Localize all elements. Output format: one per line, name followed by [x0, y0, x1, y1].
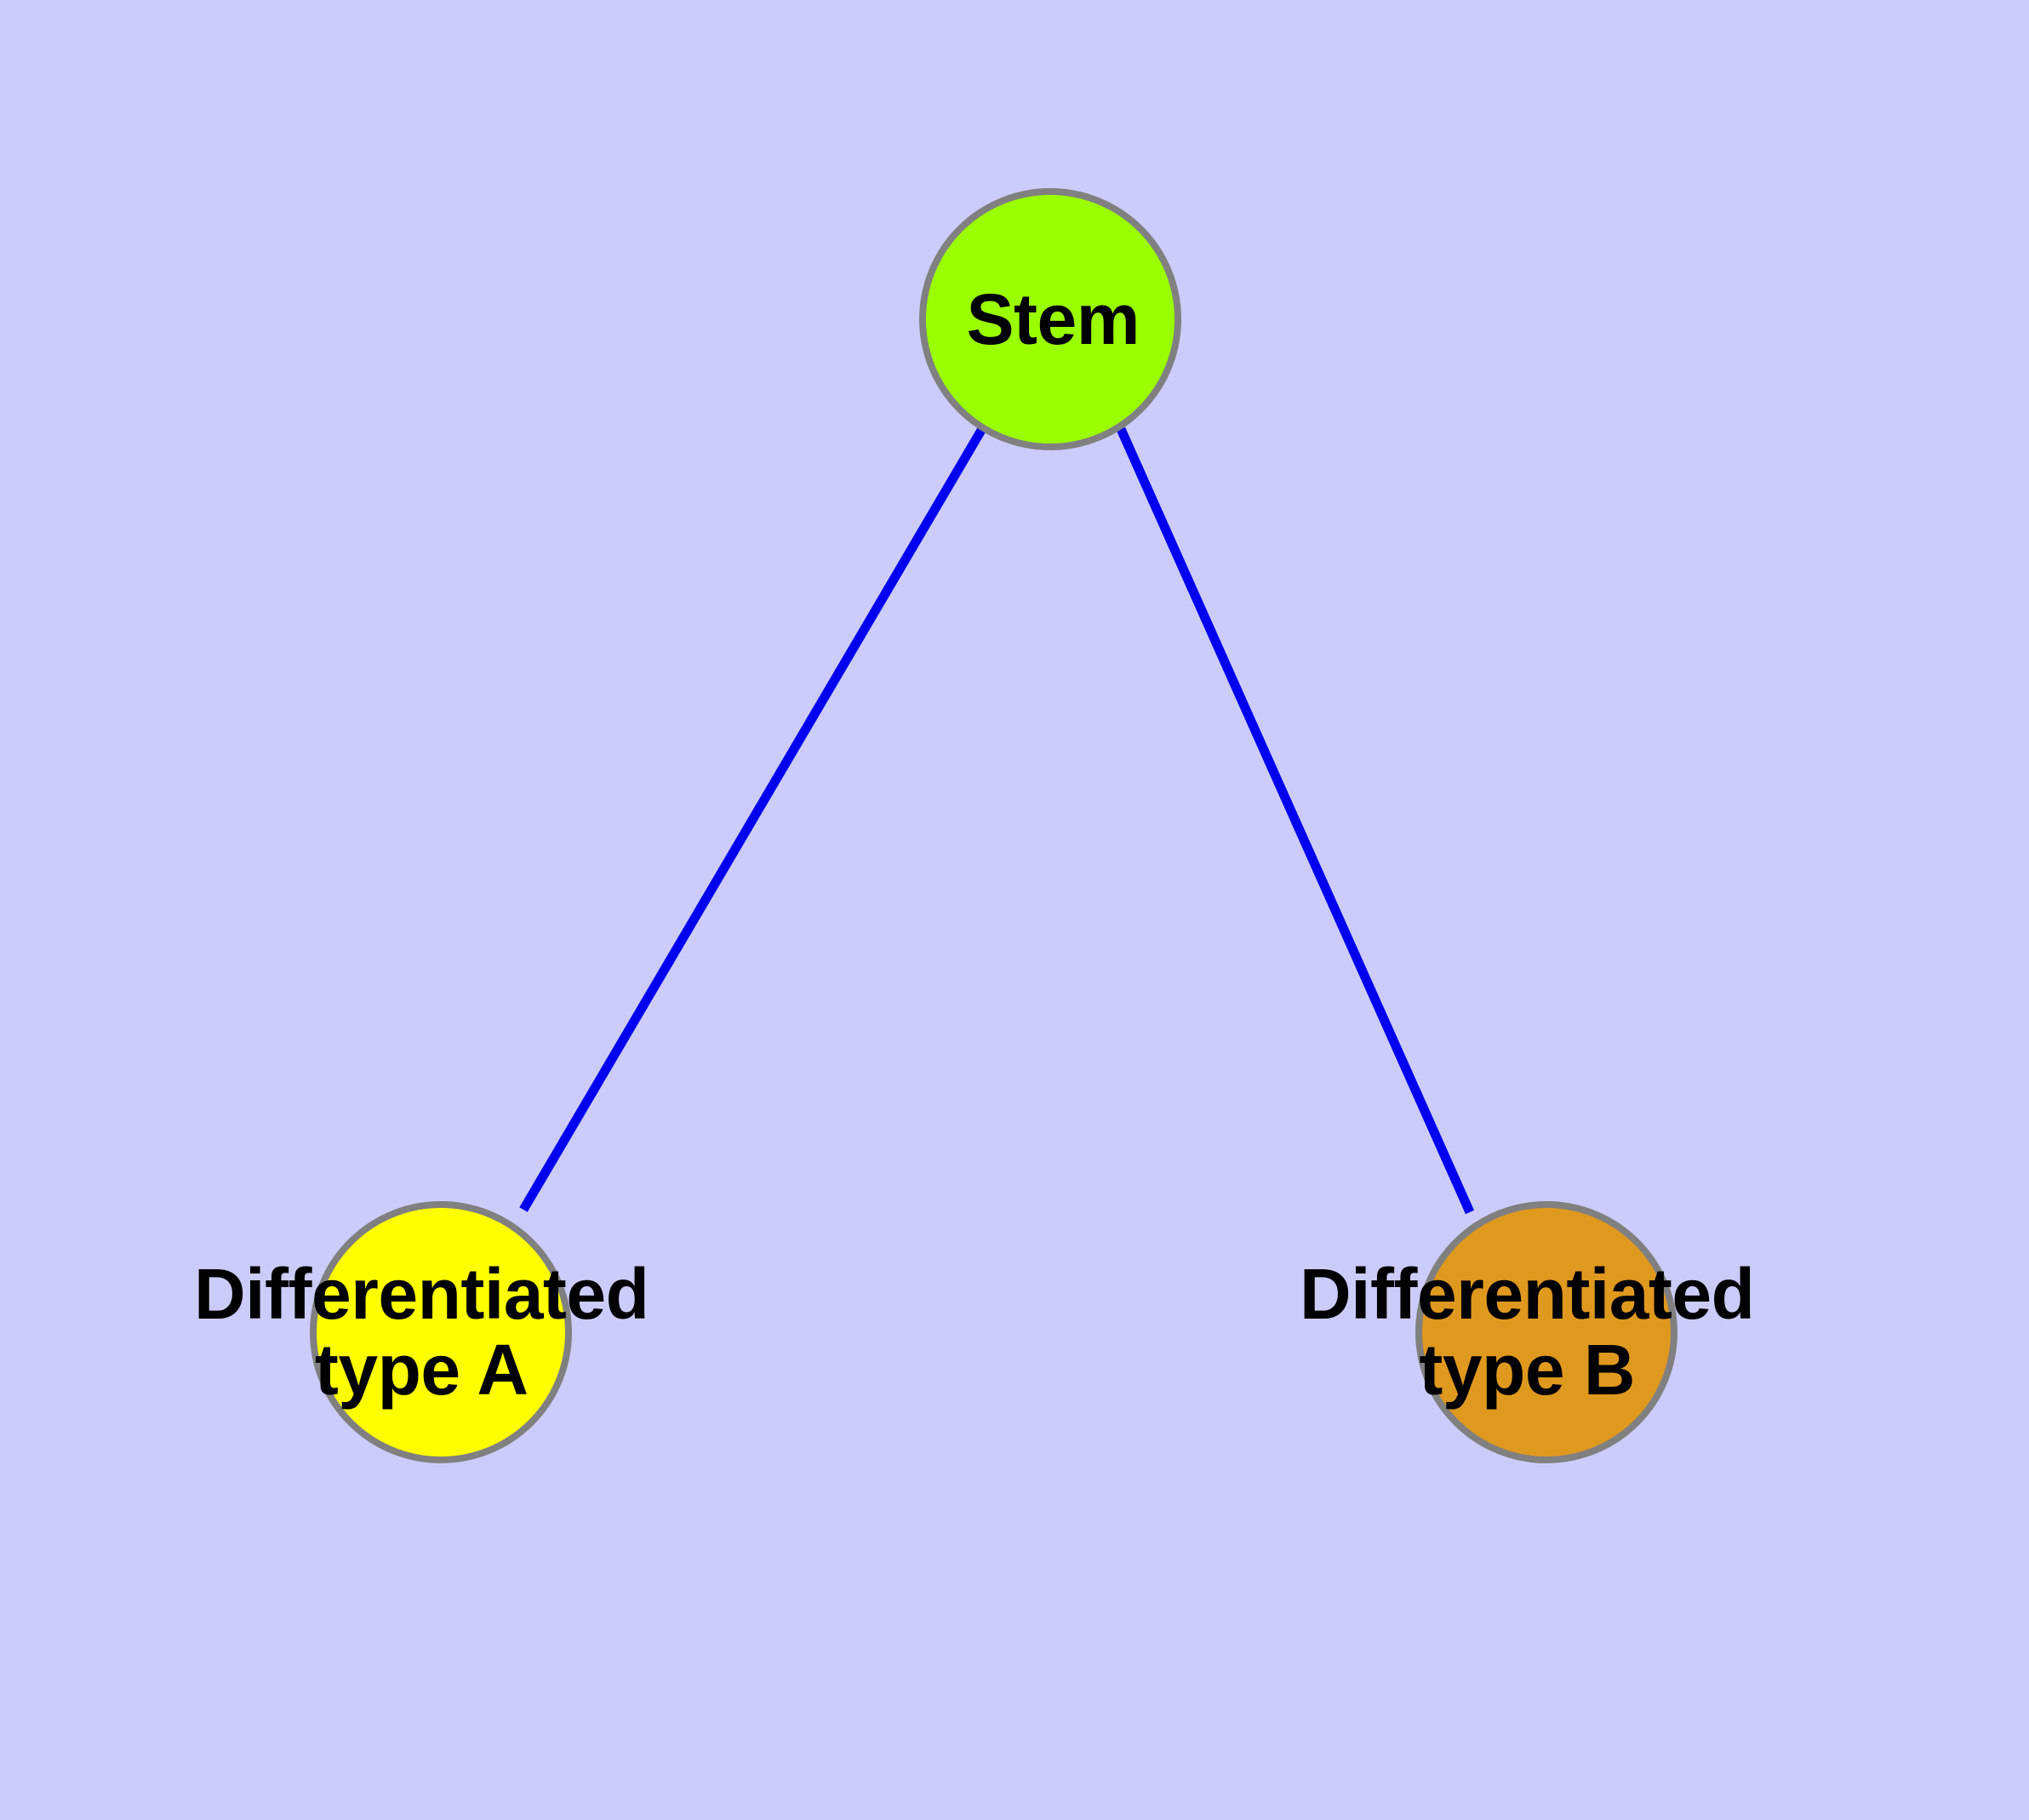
- graph-node-diff_b[interactable]: [1415, 1201, 1677, 1463]
- edge-layer: [519, 425, 1475, 1215]
- graph-node-diff_a[interactable]: [310, 1201, 572, 1463]
- graph-edge-stem-to-diff-a: [519, 425, 987, 1212]
- graph-edge-stem-to-diff-b: [1116, 426, 1475, 1215]
- node-layer: [310, 188, 1677, 1463]
- graph-node-stem[interactable]: [919, 188, 1181, 450]
